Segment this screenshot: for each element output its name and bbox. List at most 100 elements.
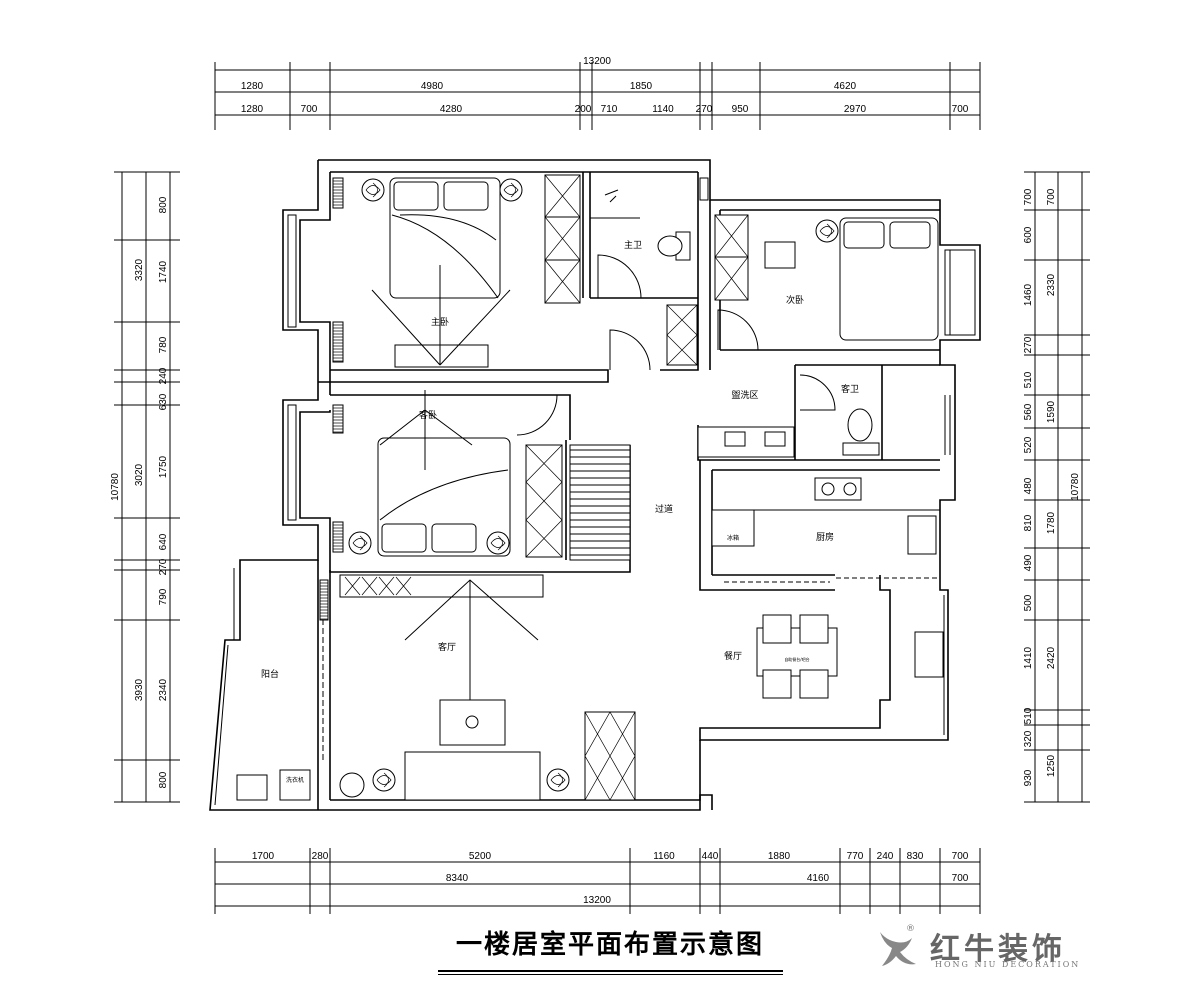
right-dim-3: 1590 [1046, 400, 1057, 423]
right-sub-8: 480 [1023, 477, 1034, 494]
right-sub-1: 700 [1023, 188, 1034, 205]
dining-cabinet [914, 631, 944, 678]
label-balcony: 阳台 [261, 668, 279, 680]
bottom-dim-2: 280 [312, 851, 329, 862]
right-sub-10: 490 [1023, 554, 1034, 571]
radiator [332, 177, 344, 209]
master-ceiling-light [371, 265, 511, 366]
right-dimensions: 700 600 1460 270 510 560 520 480 810 490… [1023, 171, 1090, 803]
top-dim-3: 1850 [630, 81, 653, 92]
label-dining-counter: 自助餐台/吧台 [784, 656, 809, 662]
plant-icon [339, 772, 365, 798]
bottom-dimensions: 1700 280 5200 1160 440 1880 770 240 830 … [214, 848, 981, 914]
label-kitchen: 厨房 [816, 531, 834, 543]
bottom-total-dim: 13200 [583, 895, 611, 906]
right-sub-15: 930 [1023, 769, 1034, 786]
left-sub-1: 800 [158, 196, 169, 213]
guest-wardrobe [525, 444, 563, 558]
right-dim-6: 1250 [1046, 754, 1057, 777]
bull-logo-icon [880, 932, 916, 966]
radiator [319, 579, 329, 621]
brand-name: 红牛装饰 [930, 932, 1066, 967]
left-dim-1: 3320 [134, 258, 145, 281]
fan-icon [815, 219, 839, 243]
title-underline [438, 970, 783, 972]
top-sub-3: 4280 [440, 104, 463, 115]
right-sub-12: 1410 [1023, 646, 1034, 669]
fan-icon [546, 768, 570, 792]
bottom-sub-1: 8340 [446, 873, 469, 884]
left-dim-3: 3930 [134, 678, 145, 701]
label-dining-room: 餐厅 [724, 650, 742, 662]
dining-table [756, 614, 838, 699]
top-sub-10: 700 [952, 104, 969, 115]
left-sub-6: 1750 [158, 455, 169, 478]
master-tv-cabinet [394, 344, 489, 368]
left-sub-7: 640 [158, 533, 169, 550]
left-sub-8: 270 [158, 558, 169, 575]
bottom-sub-3: 700 [952, 873, 969, 884]
label-washing-machine: 洗衣机 [286, 776, 304, 784]
master-wardrobe [544, 174, 581, 304]
right-sub-14: 320 [1023, 730, 1034, 747]
coffee-table [439, 699, 506, 746]
label-guest-bath: 客卫 [841, 383, 859, 395]
fan-icon [499, 178, 523, 202]
right-dim-4: 1780 [1046, 511, 1057, 534]
right-sub-13: 510 [1023, 707, 1034, 724]
bottom-dim-8: 240 [877, 851, 894, 862]
windows [214, 177, 976, 806]
left-sub-10: 2340 [158, 678, 169, 701]
bottom-sub-2: 4160 [807, 873, 830, 884]
top-sub-9: 2970 [844, 104, 867, 115]
second-bed [839, 217, 939, 341]
living-ceiling-light [404, 579, 539, 700]
label-master-bath: 主卫 [624, 239, 642, 251]
bottom-dim-10: 700 [952, 851, 969, 862]
doors [317, 254, 940, 760]
master-bed [389, 177, 501, 299]
master-closet-2 [666, 304, 698, 366]
left-sub-9: 790 [158, 588, 169, 605]
right-sub-2: 600 [1023, 226, 1034, 243]
fan-blade [376, 772, 392, 788]
master-shower [590, 189, 640, 219]
cabinet-cross [378, 576, 395, 596]
fan-units [339, 178, 839, 798]
left-dim-2: 3020 [134, 463, 145, 486]
bottom-dim-3: 5200 [469, 851, 492, 862]
drawing-title: 一楼居室平面布置示意图 [455, 930, 764, 960]
bottom-dim-7: 770 [847, 851, 864, 862]
stairs [569, 444, 631, 561]
guest-ceiling-light [379, 390, 473, 470]
bottom-dim-9: 830 [907, 851, 924, 862]
top-sub-8: 950 [732, 104, 749, 115]
left-dimensions: 10780 3320 3020 3930 800 1740 780 240 63… [110, 171, 180, 803]
label-living-room: 客厅 [438, 641, 456, 653]
right-dim-2: 2330 [1046, 273, 1057, 296]
radiators [319, 177, 344, 621]
right-dim-5: 2420 [1046, 646, 1057, 669]
top-total-dim: 13200 [583, 56, 611, 67]
vanity [697, 426, 795, 458]
top-dimensions: 13200 1280 4980 1850 4620 1280 700 4280 … [214, 56, 981, 130]
fan-icon [372, 768, 396, 792]
stove [814, 477, 862, 501]
right-sub-7: 520 [1023, 436, 1034, 453]
radiator [332, 404, 344, 434]
label-master-bedroom: 主卧 [431, 316, 449, 328]
left-sub-3: 780 [158, 336, 169, 353]
top-sub-1: 1280 [241, 104, 264, 115]
title-underline-thin [438, 974, 783, 975]
fan-blade [503, 182, 519, 198]
top-sub-5: 710 [601, 104, 618, 115]
fan-blade [819, 223, 835, 239]
right-total-dim: 10780 [1070, 473, 1081, 501]
top-dim-4: 4620 [834, 81, 857, 92]
second-desk [764, 241, 796, 269]
top-sub-6: 1140 [652, 104, 674, 115]
brand-subtitle: HONG NIU DECORATION [935, 960, 1081, 969]
right-sub-9: 810 [1023, 514, 1034, 531]
fan-icon [486, 531, 510, 555]
